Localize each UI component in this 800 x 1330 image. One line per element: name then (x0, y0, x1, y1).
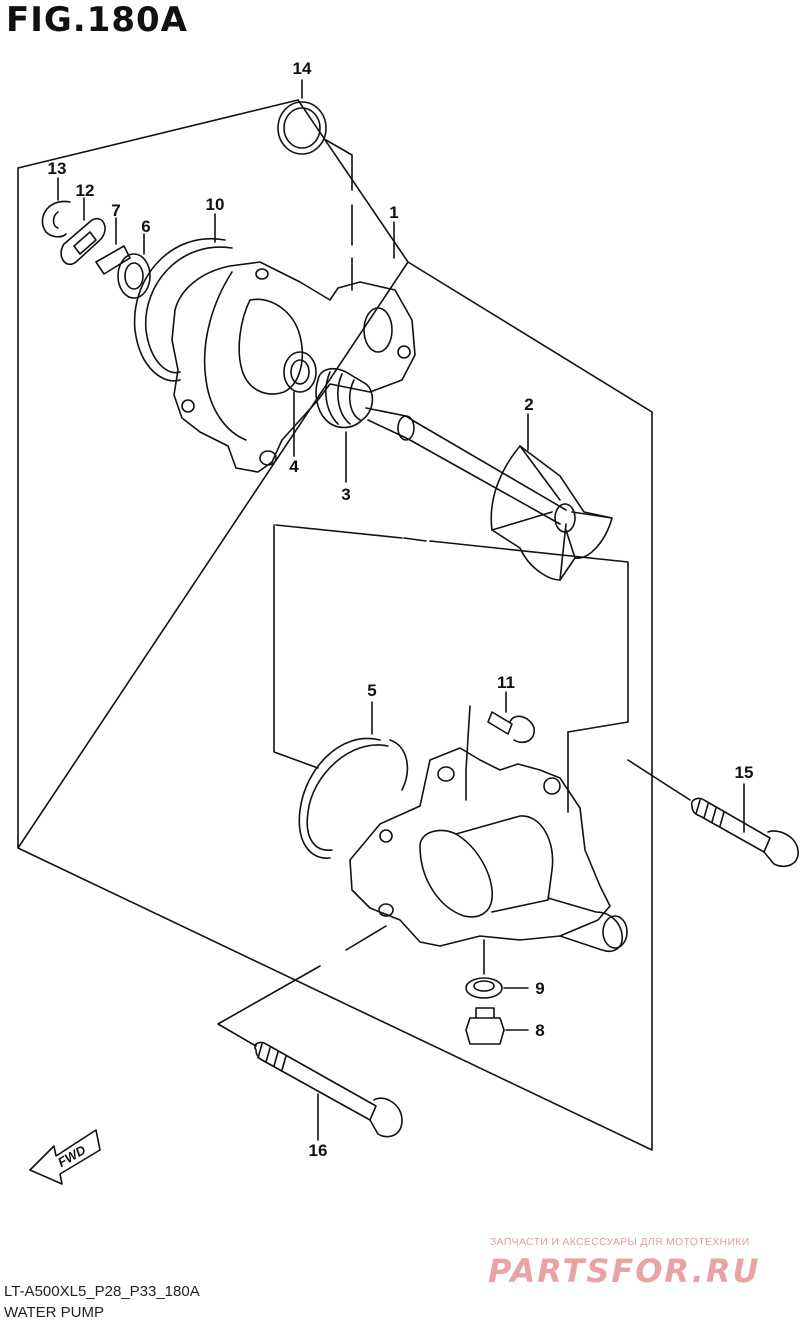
watermark-logo: PARTSFOR.RU (488, 1252, 761, 1290)
assembly-frame-line (17, 99, 653, 1151)
bolt-16-head (369, 1097, 403, 1138)
callout-6: 6 (141, 217, 150, 236)
drain-bolt-8 (465, 1007, 505, 1045)
callout-7: 7 (111, 201, 120, 220)
callout-14: 14 (293, 59, 312, 78)
pump-cover-1-hole-b (259, 450, 277, 466)
callout-16: 16 (309, 1141, 328, 1160)
leader-14-dash (325, 139, 353, 291)
callout-10: 10 (206, 195, 225, 214)
pin-7 (95, 245, 131, 275)
o-ring-14 (277, 101, 327, 155)
bolt-16-thread (257, 1043, 287, 1071)
pump-housing-neck (455, 815, 554, 913)
pump-cover-1-hole-d (255, 268, 269, 280)
impeller-2-hub (554, 503, 576, 533)
seal-12 (60, 217, 106, 266)
seal-3-rings (325, 371, 361, 425)
o-ring-10-b (145, 246, 233, 374)
pump-housing-pipe-end (602, 915, 628, 949)
bolt-16 (254, 1041, 377, 1121)
inner-box-dash (403, 537, 427, 542)
frame-top-right-line (297, 99, 409, 263)
impeller-2 (490, 445, 613, 581)
callout-11: 11 (497, 673, 515, 692)
callout-4: 4 (289, 457, 299, 476)
figure-title: FIG.180A (6, 0, 188, 40)
bolt-15 (690, 797, 771, 853)
pump-cover-1-hole-e (397, 345, 411, 359)
shaft-2-collar (397, 415, 415, 441)
bearing-4-inner (290, 359, 310, 385)
leader-16-dash (217, 925, 387, 1047)
callout-13: 13 (48, 159, 67, 178)
callout-2: 2 (524, 395, 533, 414)
callout-5: 5 (367, 681, 376, 700)
shaft-2 (365, 407, 567, 525)
model-code: LT-A500XL5_P28_P33_180A (4, 1283, 200, 1300)
leader-15-dash (627, 759, 691, 801)
callout-8: 8 (535, 1021, 544, 1040)
pump-housing-hole-b (379, 829, 393, 843)
washer-9 (465, 977, 503, 999)
pump-housing-outlet (419, 829, 493, 918)
o-ring-14-inner (283, 107, 321, 149)
o-ring-5 (298, 737, 389, 859)
pump-cover-1-hole-a (363, 307, 393, 353)
seal-3 (315, 367, 374, 429)
fwd-arrow-icon (29, 1129, 101, 1185)
callout-9: 9 (535, 979, 544, 998)
pump-housing-hole-d (543, 777, 561, 795)
callout-1: 1 (389, 203, 398, 222)
callout-15: 15 (735, 763, 754, 782)
pump-housing-pipe (547, 897, 624, 952)
washer-9-inner (473, 980, 495, 992)
pump-cover-1 (171, 261, 416, 473)
bolt-15-thread (695, 799, 725, 827)
callout-3: 3 (341, 485, 350, 504)
impeller-2-blades (491, 445, 613, 581)
o-ring-10 (133, 237, 226, 382)
pump-housing-hole-c (378, 903, 394, 917)
pump-cover-1-hole-c (181, 399, 195, 413)
circlip-13 (41, 200, 71, 238)
pump-housing (349, 747, 611, 947)
bolt-15-head (763, 830, 799, 868)
bearing-4 (283, 351, 317, 393)
inner-box-line (273, 524, 629, 771)
washer-6 (117, 253, 151, 299)
watermark-caption: ЗАПЧАСТИ И АКСЕССУАРЫ ДЛЯ МОТОТЕХНИКИ (490, 1236, 750, 1248)
pump-cover-1-boss (238, 298, 304, 395)
pump-cover-1-flange (203, 271, 247, 441)
screw-11 (487, 711, 535, 744)
section-name: WATER PUMP (4, 1304, 104, 1321)
leader-housing-dash (465, 731, 569, 813)
washer-6-inner (124, 262, 144, 290)
pump-housing-hole-a (437, 766, 455, 782)
callout-12: 12 (76, 181, 95, 200)
o-ring-5-c (389, 739, 409, 791)
